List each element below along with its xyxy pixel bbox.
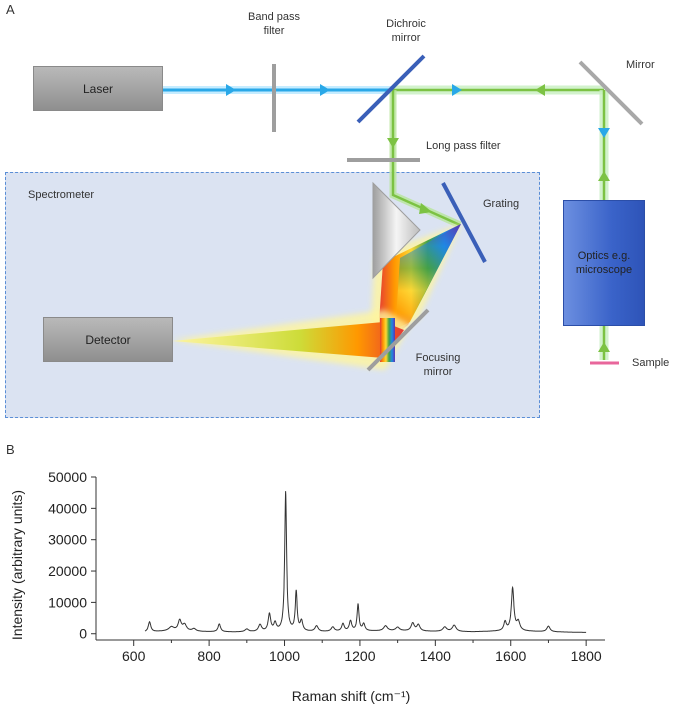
panel-a-label: A	[6, 2, 15, 17]
grating	[441, 182, 487, 263]
x-tick-label: 1200	[344, 648, 375, 664]
optics-box: Optics e.g. microscope	[563, 200, 645, 326]
grating-label: Grating	[483, 198, 520, 210]
focused-beam	[172, 310, 410, 370]
focusing-mirror-label: Focusing mirror	[415, 352, 461, 378]
panel-b-label: B	[6, 442, 15, 457]
x-tick-label: 1400	[420, 648, 451, 664]
focusing-mirror	[366, 308, 430, 372]
y-tick-label: 50000	[48, 469, 87, 485]
spectrum-line	[144, 491, 587, 633]
spectrometer-label: Spectrometer	[28, 189, 95, 201]
y-tick-label: 10000	[48, 594, 87, 610]
combined-beam	[392, 85, 609, 360]
sample-label: Sample	[632, 357, 670, 369]
x-tick-label: 1600	[495, 648, 526, 664]
x-tick-label: 1800	[571, 648, 602, 664]
y-tick-label: 40000	[48, 500, 87, 516]
mirror	[578, 60, 644, 126]
x-axis-label: Raman shift (cm⁻¹)	[292, 688, 411, 704]
raman-spectrum-chart: 0 10000 20000 30000 40000 50000 600 800 1000 1200…	[9, 469, 605, 704]
mirror-label: Mirror	[626, 59, 655, 71]
y-tick-label: 0	[79, 626, 87, 642]
y-axis-label: Intensity (arbitrary units)	[9, 490, 25, 640]
optical-path-diagram	[163, 54, 644, 372]
x-tick-label: 800	[197, 648, 221, 664]
long-pass-filter-label: Long pass filter	[426, 140, 501, 152]
y-tick-label: 20000	[48, 563, 87, 579]
beam-arrows	[226, 84, 610, 352]
dichroic-mirror-label: Dichroic mirror	[386, 18, 426, 44]
band-pass-filter-label: Band pass filter	[248, 11, 300, 37]
spectrometer-box	[5, 172, 540, 418]
dichroic-mirror	[356, 54, 426, 124]
detector-box: Detector	[43, 317, 173, 362]
prism	[372, 181, 421, 280]
laser-box: Laser	[33, 66, 163, 111]
x-tick-label: 600	[122, 648, 146, 664]
y-tick-label: 30000	[48, 532, 87, 548]
x-tick-label: 1000	[269, 648, 300, 664]
raman-beam	[389, 90, 462, 229]
